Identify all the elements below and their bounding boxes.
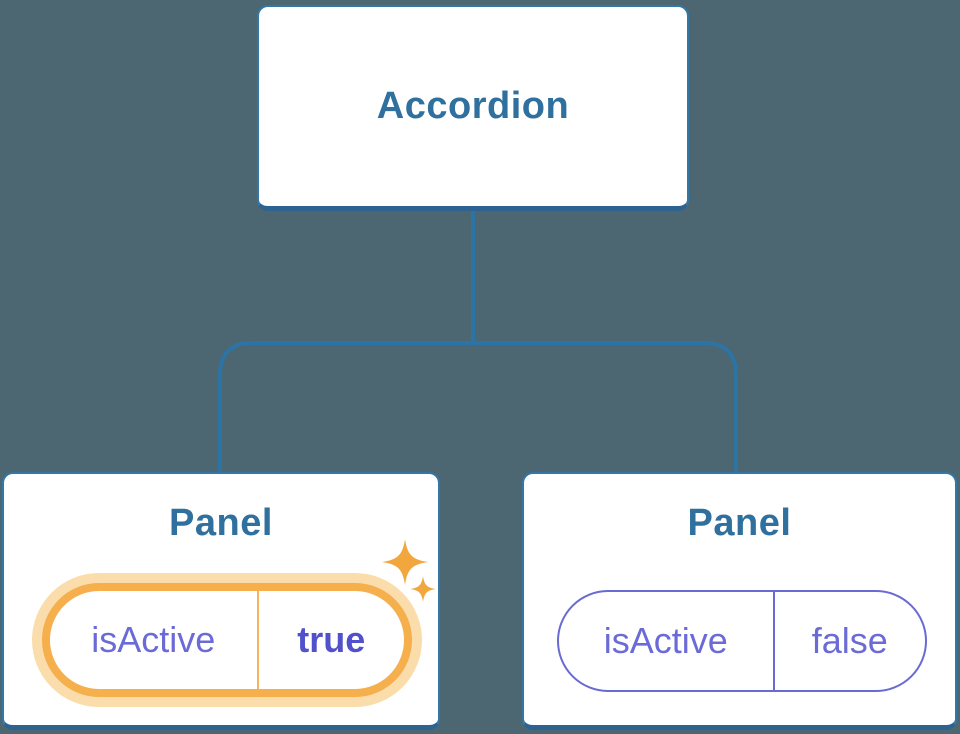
panel-node-label: Panel bbox=[687, 502, 792, 544]
panel-node-active: Panel isActive true bbox=[2, 472, 440, 730]
prop-name-label: isActive bbox=[91, 619, 216, 660]
prop-name-label: isActive bbox=[603, 620, 728, 661]
accordion-node: Accordion bbox=[257, 5, 689, 211]
prop-value-label: true bbox=[297, 619, 366, 660]
accordion-node-label: Accordion bbox=[376, 85, 570, 127]
state-pill-inactive: isActive false bbox=[557, 590, 927, 692]
pill-divider bbox=[772, 592, 775, 690]
panel-node-label: Panel bbox=[169, 502, 273, 544]
pill-divider bbox=[256, 591, 259, 689]
panel-node-inactive: Panel isActive false bbox=[522, 472, 957, 730]
prop-value-label: false bbox=[811, 620, 888, 661]
sparkles-icon bbox=[382, 539, 436, 602]
state-pill-active: isActive true bbox=[42, 583, 412, 697]
